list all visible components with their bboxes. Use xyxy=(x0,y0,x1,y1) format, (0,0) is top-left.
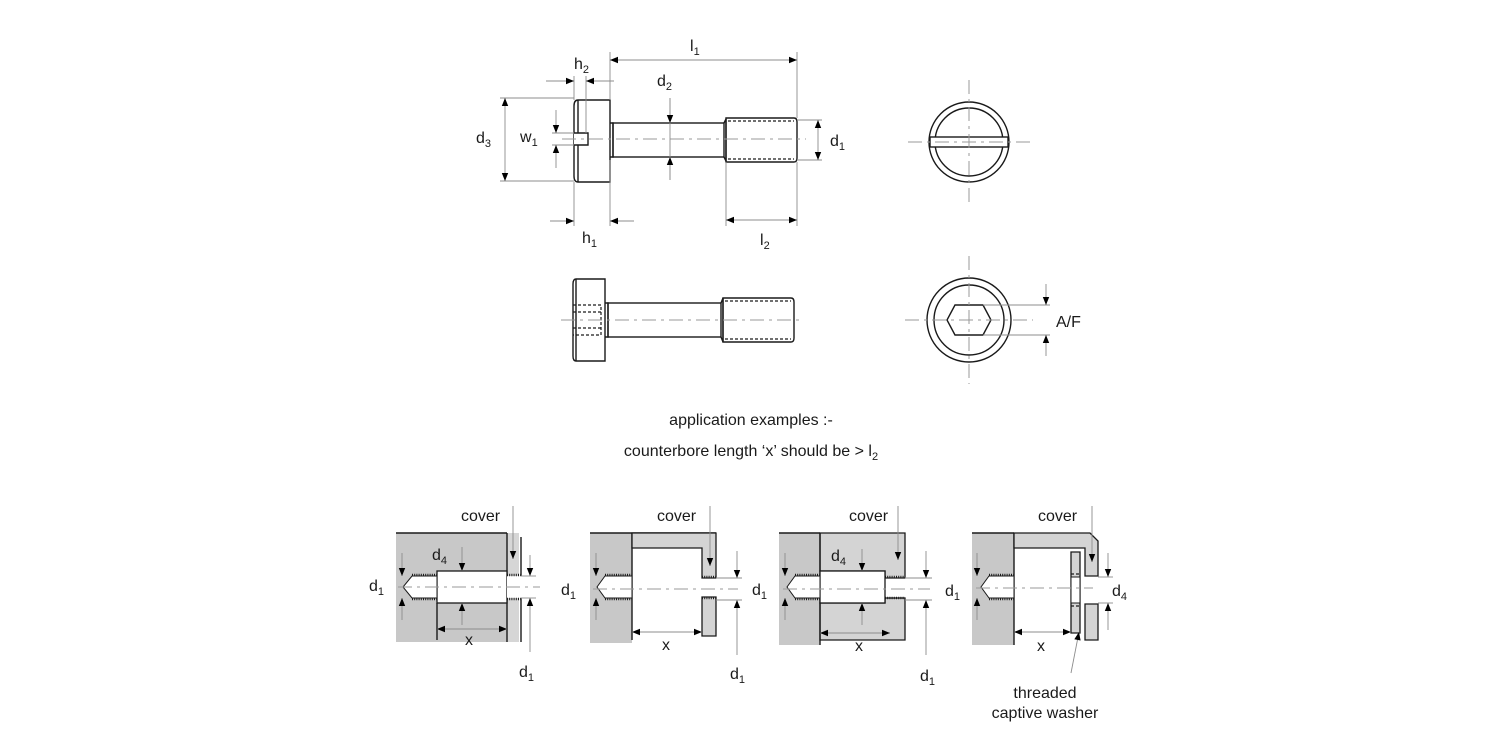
label-d4: d4 xyxy=(432,547,447,567)
slotted-screw-end-view xyxy=(908,80,1030,204)
socket-screw-end-view xyxy=(905,256,1033,384)
label-cover: cover xyxy=(1038,508,1078,525)
washer-callout-line2: captive washer xyxy=(992,705,1099,722)
washer-callout-line1: threaded xyxy=(1013,685,1076,702)
screw-thread xyxy=(725,117,798,163)
counterbore-note: counterbore length ‘x’ should be > l2 xyxy=(624,443,878,463)
dimension-d2: d2 xyxy=(657,73,674,180)
application-example-3: cover d4 d1 x d1 xyxy=(752,506,935,688)
label-x: x xyxy=(855,638,863,655)
label-d1: d1 xyxy=(730,666,745,686)
dimension-w1: w1 xyxy=(519,110,574,168)
label-d1: d1 xyxy=(369,578,384,598)
label-x: x xyxy=(662,637,670,654)
dimension-l1: l1 xyxy=(609,38,798,118)
label-d1: d1 xyxy=(752,582,767,602)
socket-screw-side-view xyxy=(561,278,804,362)
dimension-d3: d3 xyxy=(476,97,574,182)
label-h2: h2 xyxy=(574,56,589,76)
application-example-4: cover d1 d4 x threaded captive washer xyxy=(945,506,1127,722)
label-cover: cover xyxy=(849,508,889,525)
label-w1: w1 xyxy=(519,129,538,149)
application-example-2: cover d1 x d1 xyxy=(561,506,745,686)
label-l2: l2 xyxy=(760,232,770,252)
label-d1: d1 xyxy=(830,133,845,153)
label-h1: h1 xyxy=(582,230,597,250)
label-d3: d3 xyxy=(476,130,491,150)
dimension-af: A/F xyxy=(983,284,1081,356)
label-d1: d1 xyxy=(945,583,960,603)
label-cover: cover xyxy=(461,508,501,525)
label-af: A/F xyxy=(1056,314,1081,331)
label-d1: d1 xyxy=(920,668,935,688)
screw-shank xyxy=(612,122,725,158)
dimension-d1-top: d1 xyxy=(797,119,845,161)
dimension-h1: h1 xyxy=(550,160,634,250)
label-d4: d4 xyxy=(1112,583,1127,603)
label-d1: d1 xyxy=(519,664,534,684)
label-x: x xyxy=(465,632,473,649)
label-d1: d1 xyxy=(561,582,576,602)
label-x: x xyxy=(1037,638,1045,655)
application-examples-heading: application examples :- xyxy=(669,412,833,429)
application-example-1: cover d4 d1 x d1 xyxy=(369,506,540,684)
dimension-l2: l2 xyxy=(725,162,798,252)
label-cover: cover xyxy=(657,508,697,525)
label-d4: d4 xyxy=(831,548,846,568)
label-d2: d2 xyxy=(657,73,672,93)
slotted-screw-side-view xyxy=(562,99,806,183)
dimension-h2: h2 xyxy=(546,56,614,133)
label-l1: l1 xyxy=(690,38,700,58)
